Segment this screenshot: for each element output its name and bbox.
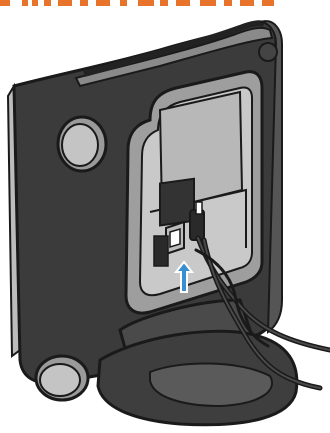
corner-screw-icon <box>258 42 278 62</box>
monitor-top-rim <box>74 26 274 88</box>
monitor-right-edge <box>258 20 283 335</box>
cable-icon <box>194 235 330 391</box>
connector-block <box>159 177 195 227</box>
up-arrow-icon <box>173 260 195 293</box>
heading-cropped-text <box>0 0 274 6</box>
